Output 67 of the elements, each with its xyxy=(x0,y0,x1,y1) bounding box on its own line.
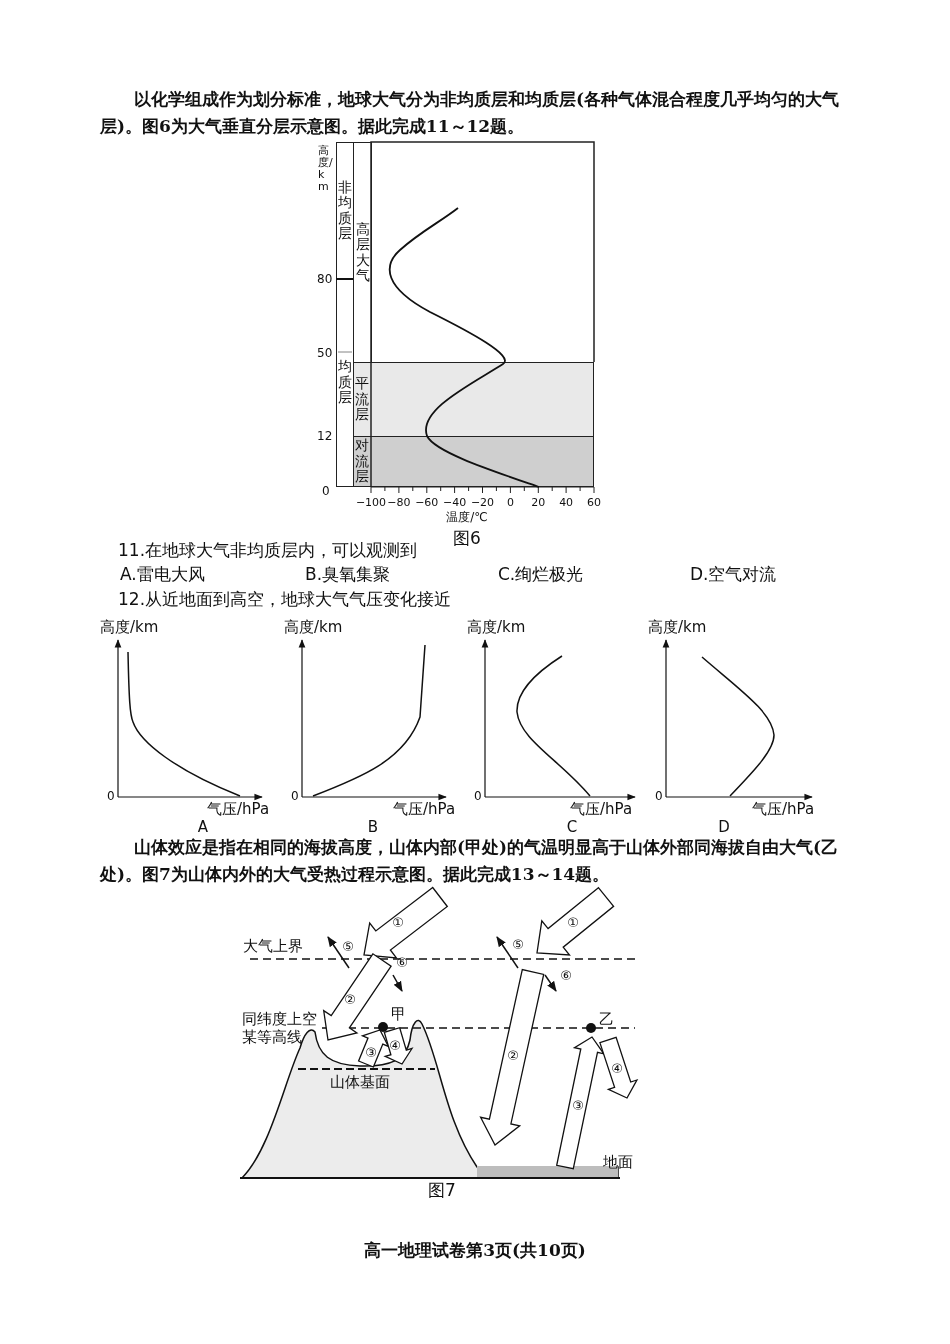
arrow-number: ③ xyxy=(365,1045,377,1059)
arrow-number: ② xyxy=(344,992,356,1006)
figure-caption: 图6 xyxy=(453,527,481,550)
tick-label: 0 xyxy=(474,789,482,803)
tick-label: −80 xyxy=(387,496,411,509)
intro-paragraph: 以化学组成作为划分标准，地球大气分为非均质层和均质层(各种气体混合程度几乎均匀的大气层)。图6为大气垂直分层示意图。据此完成11～12题。 xyxy=(100,88,841,138)
tick-label: 12 xyxy=(317,429,333,443)
axis-title: 气压/hPa xyxy=(570,800,633,819)
tick-label: −20 xyxy=(470,496,495,509)
tick-label: −40 xyxy=(443,496,467,509)
tick-label: 50 xyxy=(317,346,333,360)
answer-option: A.雷电大风 xyxy=(120,563,205,586)
arrow-number: ① xyxy=(567,915,579,929)
layer-name: 对流层 xyxy=(355,438,369,485)
page-footer: 高一地理试卷第3页(共10页) xyxy=(364,1238,586,1262)
axis-title: 高度/km xyxy=(100,618,159,637)
option-letter: B xyxy=(367,818,379,836)
arrow-number: ⑤ xyxy=(512,937,524,951)
layer-band xyxy=(353,362,594,437)
contour-label: 同纬度上空某等高线 xyxy=(242,1010,318,1046)
tick-label: 60 xyxy=(587,496,601,509)
option-letter: C xyxy=(566,818,578,836)
axis-title: 高度/km xyxy=(467,618,526,637)
surface-label: 山体基面 xyxy=(330,1073,390,1092)
layer-column-cell xyxy=(336,142,354,279)
tick-label: 80 xyxy=(317,272,333,286)
axis-title: 气压/hPa xyxy=(207,800,270,819)
layer-name: 高层大气 xyxy=(355,221,370,284)
axis-title: 气压/hPa xyxy=(752,800,815,819)
arrow-number: ③ xyxy=(572,1098,584,1112)
arrow-number: ⑥ xyxy=(560,968,572,982)
answer-option: B.臭氧集聚 xyxy=(305,563,391,586)
ground-label: 地面 xyxy=(603,1153,633,1172)
answer-option: D.空气对流 xyxy=(690,563,777,586)
tick-label: 0 xyxy=(655,789,663,803)
tick-label: 0 xyxy=(506,496,514,509)
tick-label: 0 xyxy=(322,484,330,498)
axis-title: 温度/℃ xyxy=(446,509,488,526)
arrow-number: ⑥ xyxy=(396,955,408,969)
tick-label: 0 xyxy=(291,789,299,803)
answer-option: C.绚烂极光 xyxy=(498,563,584,586)
point-label: 乙 xyxy=(598,1009,614,1029)
axis-title: 气压/hPa xyxy=(393,800,456,819)
question-text: 11.在地球大气非均质层内，可以观测到 xyxy=(118,539,418,562)
arrow-number: ④ xyxy=(611,1061,623,1075)
layer-name: 均质层 xyxy=(338,359,352,406)
axis-title: 高度/km xyxy=(648,618,707,637)
boundary-label: 大气上界 xyxy=(243,937,303,956)
tick-label: 40 xyxy=(559,496,574,509)
intro-paragraph: 山体效应是指在相同的海拔高度，山体内部(甲处)的气温明显高于山体外部同海拔自由大气(乙处)。图7为山体内外的大气受热过程示意图。据此完成13～14题。 xyxy=(100,836,840,886)
layer-name: 平流层 xyxy=(355,376,369,423)
tick-label: 20 xyxy=(531,496,546,509)
point-label: 甲 xyxy=(390,1004,406,1024)
tick-label: −60 xyxy=(415,496,439,509)
option-letter: A xyxy=(197,818,209,836)
tick-label: 0 xyxy=(107,789,115,803)
arrow-number: ① xyxy=(392,915,404,929)
figure-caption: 图7 xyxy=(428,1178,456,1202)
tick-label: −100 xyxy=(355,496,387,509)
arrow-number: ④ xyxy=(389,1038,401,1052)
layer-band xyxy=(353,436,594,487)
option-letter: D xyxy=(718,818,730,836)
question-text: 12.从近地面到高空，地球大气气压变化接近 xyxy=(118,588,452,611)
layer-name: 非均质层 xyxy=(338,179,352,242)
arrow-number: ⑤ xyxy=(342,939,354,953)
axis-title: 高度/km xyxy=(284,618,343,637)
arrow-number: ② xyxy=(507,1048,519,1062)
